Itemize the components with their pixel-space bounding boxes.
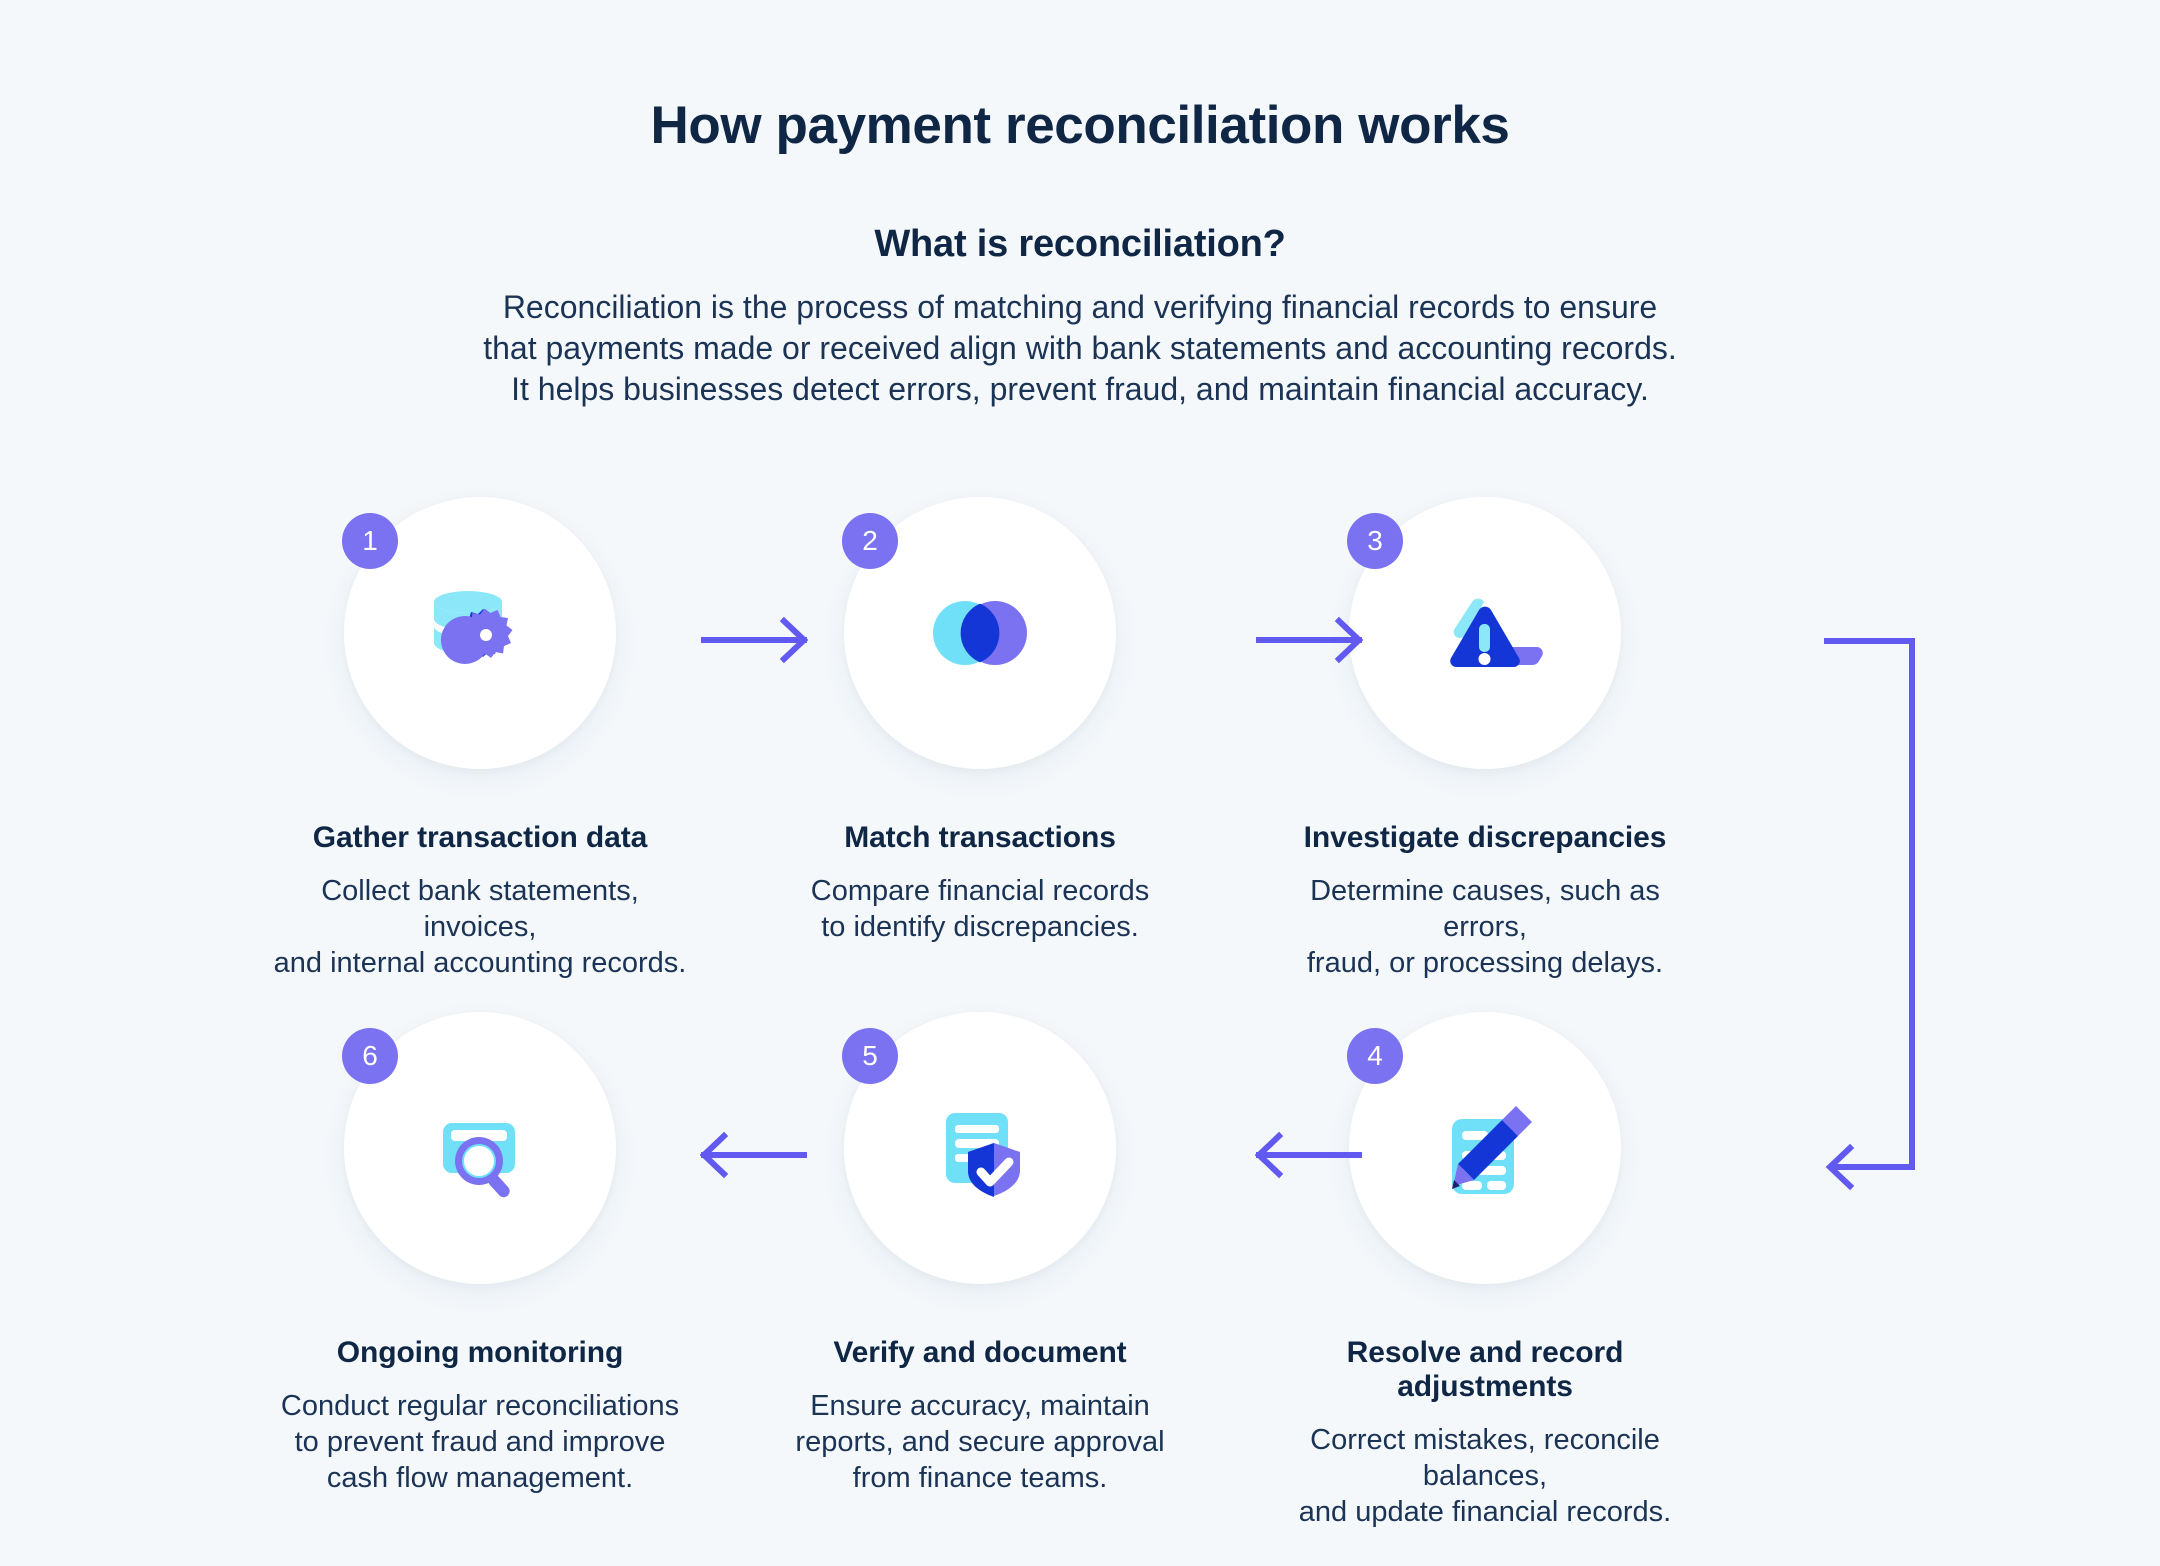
section-heading: What is reconciliation? bbox=[874, 223, 1286, 265]
desc-line: and update financial records. bbox=[1298, 1496, 1672, 1528]
step-5-icon-circle: 5 bbox=[842, 1012, 1116, 1284]
step-3-icon-circle: 3 bbox=[1347, 497, 1621, 769]
arrow-step2-to-step3-icon bbox=[1255, 610, 1375, 675]
step-card-5: 5 Verify and document Ensure accuracy, m… bbox=[770, 1012, 1190, 1496]
desc-line: Conduct regular reconciliations bbox=[280, 1390, 680, 1422]
desc-line: Collect bank statements, invoices, bbox=[321, 875, 639, 943]
step-number-badge-5: 5 bbox=[842, 1028, 898, 1084]
desc-line: Determine causes, such as errors, bbox=[1310, 875, 1660, 943]
desc-line: from finance teams. bbox=[852, 1462, 1108, 1494]
step-6-description: Conduct regular reconciliations to preve… bbox=[270, 1388, 690, 1496]
desc-line: to identify discrepancies. bbox=[821, 911, 1139, 943]
step-2-description: Compare financial records to identify di… bbox=[770, 873, 1190, 945]
desc-line: Compare financial records bbox=[810, 875, 1150, 907]
step-3-description: Determine causes, such as errors, fraud,… bbox=[1275, 873, 1695, 981]
desc-line: fraud, or processing delays. bbox=[1306, 947, 1664, 979]
step-number-badge-6: 6 bbox=[342, 1028, 398, 1084]
intro-line-2: that payments made or received align wit… bbox=[483, 330, 1677, 366]
warning-triangle-icon bbox=[1420, 568, 1550, 698]
step-number-badge-1: 1 bbox=[342, 513, 398, 569]
page-title: How payment reconciliation works bbox=[650, 96, 1510, 155]
desc-line: to prevent fraud and improve bbox=[294, 1426, 666, 1458]
desc-line: reports, and secure approval bbox=[795, 1426, 1165, 1458]
step-6-title: Ongoing monitoring bbox=[336, 1336, 624, 1369]
document-shield-check-icon bbox=[915, 1083, 1045, 1213]
step-1-description: Collect bank statements, invoices, and i… bbox=[270, 873, 690, 981]
step-4-description: Correct mistakes, reconcile balances, an… bbox=[1275, 1422, 1695, 1530]
document-pencil-icon bbox=[1420, 1083, 1550, 1213]
step-2-icon-circle: 2 bbox=[842, 497, 1116, 769]
intro-line-3: It helps businesses detect errors, preve… bbox=[511, 371, 1649, 407]
step-2-title: Match transactions bbox=[844, 821, 1116, 854]
desc-line: cash flow management. bbox=[326, 1462, 634, 1494]
step-card-6: 6 Ongoing monitoring Conduct regular rec… bbox=[270, 1012, 690, 1496]
step-number-badge-4: 4 bbox=[1347, 1028, 1403, 1084]
database-gear-icon bbox=[415, 568, 545, 698]
intro-line-1: Reconciliation is the process of matchin… bbox=[502, 289, 1658, 325]
elbow-step3-to-step4-icon bbox=[1800, 600, 1960, 1245]
step-4-icon-circle: 4 bbox=[1347, 1012, 1621, 1284]
step-card-3: 3 Investigate discrepancies Determine ca… bbox=[1275, 497, 1695, 981]
arrow-step5-to-step6-icon bbox=[699, 1125, 820, 1190]
intro-paragraph: Reconciliation is the process of matchin… bbox=[0, 287, 2160, 410]
step-4-title: Resolve and record adjustments bbox=[1346, 1336, 1624, 1403]
step-5-description: Ensure accuracy, maintain reports, and s… bbox=[770, 1388, 1190, 1496]
venn-overlap-icon bbox=[915, 568, 1045, 698]
step-card-4: 4 Resolve and record adjustments Corre bbox=[1275, 1012, 1695, 1530]
arrow-step1-to-step2-icon bbox=[700, 610, 820, 675]
step-3-title: Investigate discrepancies bbox=[1303, 821, 1667, 854]
step-6-icon-circle: 6 bbox=[342, 1012, 616, 1284]
card-magnifier-icon bbox=[415, 1083, 545, 1213]
desc-line: and internal accounting records. bbox=[273, 947, 687, 979]
desc-line: Ensure accuracy, maintain bbox=[810, 1390, 1150, 1422]
desc-line: Correct mistakes, reconcile balances, bbox=[1310, 1424, 1660, 1492]
step-number-badge-3: 3 bbox=[1347, 513, 1403, 569]
step-5-title: Verify and document bbox=[833, 1336, 1127, 1369]
arrow-step4-to-step5-icon bbox=[1254, 1125, 1375, 1190]
step-card-1: 1 Gather transaction data Collect bank s… bbox=[270, 497, 690, 981]
step-number-badge-2: 2 bbox=[842, 513, 898, 569]
step-1-icon-circle: 1 bbox=[342, 497, 616, 769]
step-1-title: Gather transaction data bbox=[312, 821, 648, 854]
step-card-2: 2 Match transactions Compare financial r… bbox=[770, 497, 1190, 945]
